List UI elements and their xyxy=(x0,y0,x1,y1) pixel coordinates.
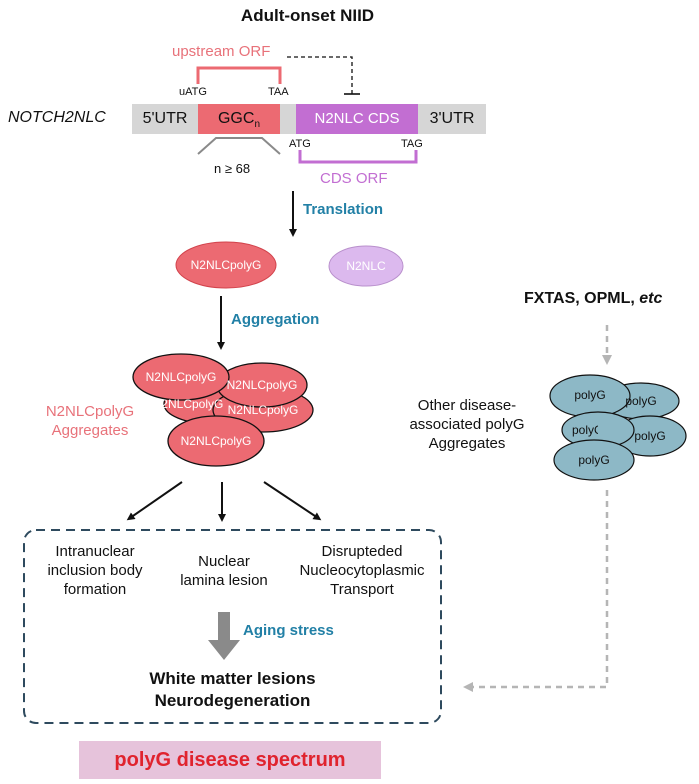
aggregates-caption-line1: N2NLCpolyG xyxy=(45,403,135,420)
outcome-line1: White matter lesions xyxy=(149,669,316,688)
intergenic-segment xyxy=(280,104,296,134)
effect-right-line3: Transport xyxy=(330,581,394,598)
polyg-disease-spectrum-banner: polyG disease spectrum xyxy=(79,741,381,779)
n2nlc-protein xyxy=(328,245,404,287)
effect-left-line1: Intranuclear xyxy=(55,543,135,560)
aggregate-blob-5 xyxy=(167,415,265,467)
translation-label: Translation xyxy=(303,201,384,218)
effect-middle-line2: lamina lesion xyxy=(180,572,268,589)
aggregate-label-4: N2NLCpolyG xyxy=(145,370,217,384)
effect-left-line2: inclusion body xyxy=(47,562,143,579)
n2nlcpolyg-protein xyxy=(175,241,277,289)
aggregate-label-2: N2NLCpolyG xyxy=(227,403,299,417)
aggregate-label-5: N2NLCpolyG xyxy=(180,434,252,448)
other-diseases-title-main: FXTAS, OPML, xyxy=(524,290,640,307)
n2nlcpolyg-protein-label: N2NLCpolyG xyxy=(190,258,262,272)
repeat-wedge xyxy=(197,137,281,155)
aggregate-blob-4 xyxy=(132,353,230,401)
upstream-orf-label: upstream ORF xyxy=(172,43,271,60)
aggregates-caption: N2NLCpolyG Aggregates xyxy=(30,402,150,440)
cds-orf-label: CDS ORF xyxy=(320,170,388,187)
other-caption-line2: associated polyG xyxy=(409,416,525,433)
cds-orf-bracket xyxy=(298,150,418,164)
utr5-segment: 5'UTR xyxy=(132,104,198,134)
atg-codon: ATG xyxy=(289,138,311,150)
polyg-label-1: polyG xyxy=(625,394,657,408)
aggregates-caption-line2: Aggregates xyxy=(51,422,129,439)
effect-nucleocytoplasmic-transport: Disrupteded Nucleocytoplasmic Transport xyxy=(282,542,442,599)
aggregate-label-3: N2NLCpolyG xyxy=(226,378,298,392)
effect-intranuclear-inclusion: Intranuclear inclusion body formation xyxy=(30,542,160,599)
n2nlc-protein-label: N2NLC xyxy=(346,259,386,273)
aging-stress-arrow xyxy=(208,612,240,660)
uatg-codon: uATG xyxy=(179,86,207,98)
aggregate-label-1: N2NLCpolyG xyxy=(152,397,224,411)
other-caption-line1: Other disease- xyxy=(417,397,517,414)
effect-middle-line1: Nuclear xyxy=(198,553,250,570)
upstream-orf-bracket xyxy=(196,66,282,84)
gene-name: NOTCH2NLC xyxy=(8,109,106,126)
polyg-label-3: polyG xyxy=(634,429,666,443)
tag-codon: TAG xyxy=(401,138,423,150)
utr3-segment: 3'UTR xyxy=(418,104,486,134)
effects-box xyxy=(23,529,442,724)
ggc-subscript: n xyxy=(254,119,260,131)
inhibition-line xyxy=(287,56,353,94)
polyg-label-5: polyG xyxy=(578,453,610,467)
effect-arrow-left xyxy=(126,481,183,521)
effect-right-line1: Disrupteded xyxy=(321,543,403,560)
cds-segment: N2NLC CDS xyxy=(296,104,418,134)
aging-stress-label: Aging stress xyxy=(243,622,334,639)
aggregation-label: Aggregation xyxy=(231,311,320,328)
polyg-label-2: polyG xyxy=(574,388,606,402)
other-diseases-title-etc: etc xyxy=(639,290,663,307)
other-diseases-title: FXTAS, OPML, etc xyxy=(524,290,662,308)
polyg-blob-5 xyxy=(553,439,635,481)
effect-nuclear-lamina: Nuclear lamina lesion xyxy=(168,552,280,590)
ggc-label: GGC xyxy=(217,110,255,127)
effect-left-line3: formation xyxy=(63,581,127,598)
effect-right-line2: Nucleocytoplasmic xyxy=(299,562,425,579)
other-diseases-caption: Other disease- associated polyG Aggregat… xyxy=(396,396,538,453)
ggc-repeat-segment: GGCn xyxy=(198,104,280,134)
other-caption-line3: Aggregates xyxy=(428,435,506,452)
outcome-text: White matter lesions Neurodegeneration xyxy=(24,668,441,712)
other-disease-return-line xyxy=(463,490,609,692)
effect-arrow-right xyxy=(263,481,322,521)
diagram-title: Adult-onset NIID xyxy=(240,6,375,25)
repeat-count: n ≥ 68 xyxy=(214,161,251,176)
taa-codon: TAA xyxy=(268,86,289,98)
polyg-label-4: polyG xyxy=(572,423,598,437)
outcome-line2: Neurodegeneration xyxy=(154,691,311,710)
